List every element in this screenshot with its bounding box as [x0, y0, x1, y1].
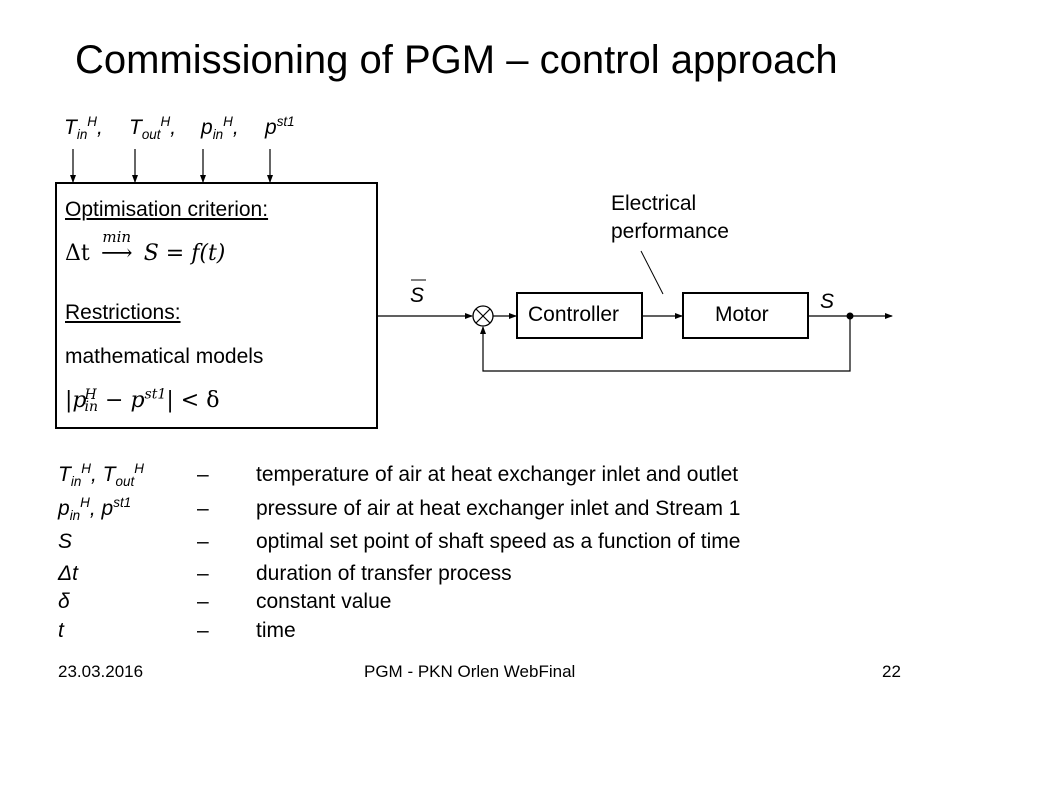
annotation-electrical-performance: Electrical performance — [611, 190, 729, 246]
annotation-pointer — [640, 250, 664, 295]
legend-symbol: δ — [58, 590, 70, 613]
input-label-p-in: pinH, — [201, 114, 239, 143]
output-label: S — [820, 290, 835, 313]
legend-description: temperature of air at heat exchanger inl… — [256, 463, 739, 486]
legend-symbol: pinH, pst1 — [58, 495, 132, 524]
legend-description: pressure of air at heat exchanger inlet … — [256, 497, 741, 520]
legend-description: duration of transfer process — [256, 562, 512, 585]
legend-dash: – — [197, 590, 209, 613]
legend-description: optimal set point of shaft speed as a fu… — [256, 530, 741, 553]
legend-symbol: S — [58, 530, 73, 553]
page-number: 22 — [882, 662, 901, 681]
feedback-path — [480, 316, 851, 372]
annotation-line-1: Electrical — [611, 192, 697, 215]
input-label-t-in: TinH, — [64, 114, 103, 143]
summing-junction-icon — [472, 305, 494, 327]
restriction-models: mathematical models — [65, 345, 264, 368]
legend-symbol: Δt — [58, 562, 78, 585]
restrictions-heading: Restrictions: — [65, 301, 181, 324]
legend-description: time — [256, 619, 296, 642]
legend-dash: – — [197, 562, 209, 585]
footer-title: PGM - PKN Orlen WebFinal — [364, 662, 576, 681]
legend-description: constant value — [256, 590, 392, 613]
controller-label: Controller — [528, 303, 620, 326]
input-label-p-st1: pst1 — [265, 114, 295, 139]
legend-symbol: TinH, ToutH — [58, 461, 144, 490]
legend-dash: – — [197, 497, 209, 520]
legend-symbol: t — [58, 619, 64, 642]
legend-dash: – — [197, 530, 209, 553]
optimisation-box — [55, 182, 378, 429]
setpoint-label: S — [410, 284, 425, 307]
input-label-t-out: ToutH, — [129, 114, 177, 143]
criterion-formula: Δt min ⟶ S = f(t) — [65, 228, 226, 266]
criterion-heading: Optimisation criterion: — [65, 198, 269, 221]
legend-dash: – — [197, 619, 209, 642]
legend-dash: – — [197, 463, 209, 486]
slide-title: Commissioning of PGM – control approach — [75, 38, 838, 82]
motor-label: Motor — [715, 303, 769, 326]
annotation-line-2: performance — [611, 220, 729, 243]
footer-date: 23.03.2016 — [58, 662, 144, 681]
